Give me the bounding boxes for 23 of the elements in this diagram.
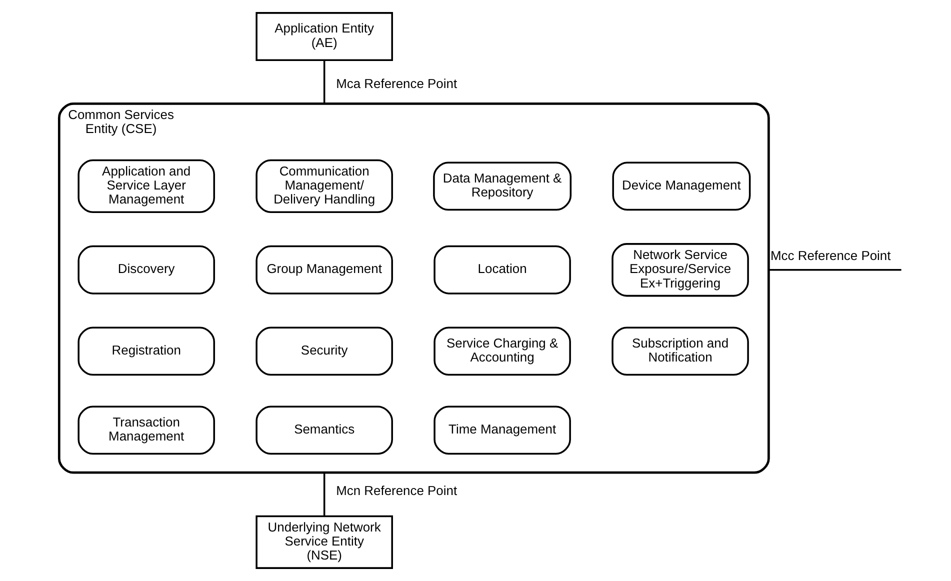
node-box: Registration [77, 326, 215, 376]
edge-label: Mca Reference Point [336, 76, 457, 92]
node-box: Transaction Management [77, 406, 215, 455]
node-box: Subscription and Notification [611, 326, 748, 376]
node-box: Network Service Exposure/Service Ex+Triggering [611, 243, 748, 297]
node-box: Group Management [255, 245, 392, 294]
node-box: Underlying Network Service Entity (NSE) [255, 515, 392, 569]
node-box: Application Entity (AE) [255, 12, 392, 61]
node-box: Data Management & Repository [432, 162, 572, 211]
edge-label: Mcc Reference Point [770, 248, 890, 264]
node-box: Security [255, 326, 392, 376]
connector [322, 472, 325, 516]
node-box: Location [433, 245, 570, 294]
node-box: Discovery [77, 245, 215, 294]
node-box: Time Management [433, 406, 570, 455]
node-box: Communication Management/ Delivery Handling [255, 159, 392, 213]
node-box: Service Charging & Accounting [433, 326, 570, 376]
node-box: Application and Service Layer Management [77, 159, 215, 213]
connector [768, 269, 901, 271]
node-box: Device Management [612, 162, 750, 211]
node-box: Semantics [255, 406, 392, 455]
edge-label: Mcn Reference Point [336, 482, 457, 498]
connector [322, 60, 325, 104]
